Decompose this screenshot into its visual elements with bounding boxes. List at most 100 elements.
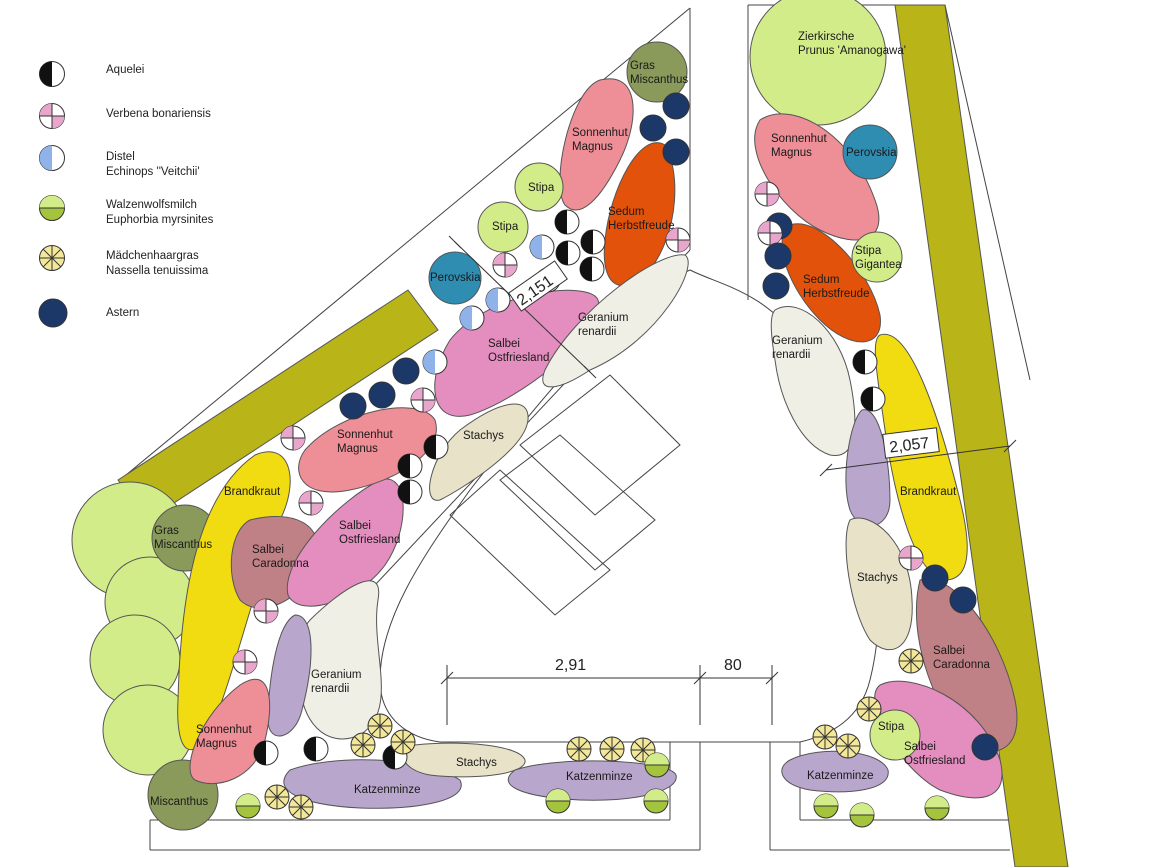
aquilegia-icon bbox=[554, 209, 580, 235]
aquilegia-icon bbox=[303, 736, 329, 762]
label-perovskia-right: Perovskia bbox=[846, 147, 897, 159]
label-stachys-bottom: Stachys bbox=[456, 757, 497, 769]
dimension-d3: 2,91 bbox=[555, 657, 586, 674]
label-brandkraut-right: Brandkraut bbox=[900, 486, 957, 498]
distel-icon bbox=[485, 287, 511, 313]
distel-icon bbox=[529, 234, 555, 260]
nassella-icon bbox=[367, 713, 393, 739]
aquilegia-icon bbox=[397, 453, 423, 479]
legend: Aquelei Verbena bonariensis Distel Echin… bbox=[0, 0, 260, 340]
distel-icon bbox=[39, 145, 65, 171]
bed-outlines bbox=[119, 4, 1031, 851]
verbena-icon bbox=[410, 387, 436, 413]
astern-icon bbox=[764, 242, 792, 270]
aquilegia-icon bbox=[253, 740, 279, 766]
nassella-icon bbox=[264, 784, 290, 810]
nassella-icon bbox=[566, 736, 592, 762]
aquilegia-icon bbox=[860, 386, 886, 412]
verbena-icon bbox=[665, 227, 691, 253]
astern-icon bbox=[921, 564, 949, 592]
aquilegia-icon bbox=[579, 256, 605, 282]
shrubs-left bbox=[71, 481, 219, 831]
dimension-d2: 2,057 bbox=[888, 435, 930, 457]
label-stachys-right: Stachys bbox=[857, 572, 898, 584]
legend-label-distel-2: Echinops ''Veitchii' bbox=[106, 166, 200, 178]
aquilegia-icon bbox=[852, 349, 878, 375]
astern-icon bbox=[662, 92, 690, 120]
aquilegia-icon bbox=[555, 240, 581, 266]
euphorbia-icon bbox=[39, 195, 65, 221]
legend-item-astern: Astern bbox=[38, 298, 258, 342]
aquilegia-icon bbox=[423, 434, 449, 460]
legend-label-aquilegia: Aquelei bbox=[106, 64, 145, 76]
label-stipa-right: Stipa bbox=[878, 721, 905, 733]
euphorbia-icon bbox=[924, 795, 950, 821]
astern-icon bbox=[392, 357, 420, 385]
euphorbia-icon bbox=[813, 793, 839, 819]
label-miscanthus: Miscanthus bbox=[150, 796, 208, 808]
euphorbia-icon bbox=[644, 752, 670, 778]
legend-item-nassella: Mädchenhaargras Nassella tenuissima bbox=[38, 244, 258, 288]
label-stipa-1: Stipa bbox=[528, 182, 555, 194]
verbena-icon bbox=[298, 490, 324, 516]
legend-item-aquilegia: Aquelei bbox=[38, 60, 258, 104]
astern-icon bbox=[38, 298, 68, 328]
verbena-icon bbox=[754, 181, 780, 207]
euphorbia-icon bbox=[643, 788, 669, 814]
euphorbia-icon bbox=[235, 793, 261, 819]
label-stipa-2: Stipa bbox=[492, 221, 519, 233]
verbena-icon bbox=[232, 649, 258, 675]
legend-label-nassella-2: Nassella tenuissima bbox=[106, 265, 209, 277]
nassella-icon bbox=[835, 733, 861, 759]
label-stachys-mid: Stachys bbox=[463, 430, 504, 442]
label-brandkraut-left: Brandkraut bbox=[224, 486, 281, 498]
legend-label-verbena: Verbena bonariensis bbox=[106, 108, 211, 120]
legend-label-euphorbia-1: Walzenwolfsmilch bbox=[106, 199, 197, 211]
dimension-d4: 80 bbox=[724, 657, 742, 674]
verbena-icon bbox=[280, 425, 306, 451]
legend-label-euphorbia-2: Euphorbia myrsinites bbox=[106, 214, 214, 226]
plant-symbols bbox=[232, 92, 999, 828]
legend-item-distel: Distel Echinops ''Veitchii' bbox=[38, 144, 258, 188]
hedge-right bbox=[894, 4, 1069, 867]
dimension-labels: 2,151 2,057 2,91 80 bbox=[508, 260, 940, 674]
distel-icon bbox=[459, 305, 485, 331]
legend-item-euphorbia: Walzenwolfsmilch Euphorbia myrsinites bbox=[38, 194, 258, 238]
nassella-icon bbox=[898, 648, 924, 674]
nassella-icon bbox=[812, 724, 838, 750]
aquilegia-icon bbox=[580, 229, 606, 255]
astern-icon bbox=[971, 733, 999, 761]
left-bed bbox=[177, 41, 689, 809]
aquilegia-icon bbox=[39, 61, 65, 87]
label-katzenminze-left: Katzenminze bbox=[354, 784, 420, 796]
nassella-icon bbox=[390, 729, 416, 755]
legend-label-distel-1: Distel bbox=[106, 151, 135, 163]
label-katzenminze-mid: Katzenminze bbox=[566, 771, 632, 783]
verbena-icon bbox=[898, 545, 924, 571]
nassella-icon bbox=[599, 736, 625, 762]
label-perovskia-left: Perovskia bbox=[430, 272, 481, 284]
euphorbia-icon bbox=[545, 788, 571, 814]
dimension-lines bbox=[440, 235, 1017, 725]
legend-item-verbena: Verbena bonariensis bbox=[38, 102, 258, 146]
astern-icon bbox=[949, 586, 977, 614]
astern-icon bbox=[662, 138, 690, 166]
legend-label-distel: Distel Echinops ''Veitchii' bbox=[106, 150, 200, 180]
nassella-icon bbox=[288, 794, 314, 820]
nassella-icon bbox=[856, 696, 882, 722]
nassella-icon bbox=[39, 245, 65, 271]
verbena-icon bbox=[39, 103, 65, 129]
